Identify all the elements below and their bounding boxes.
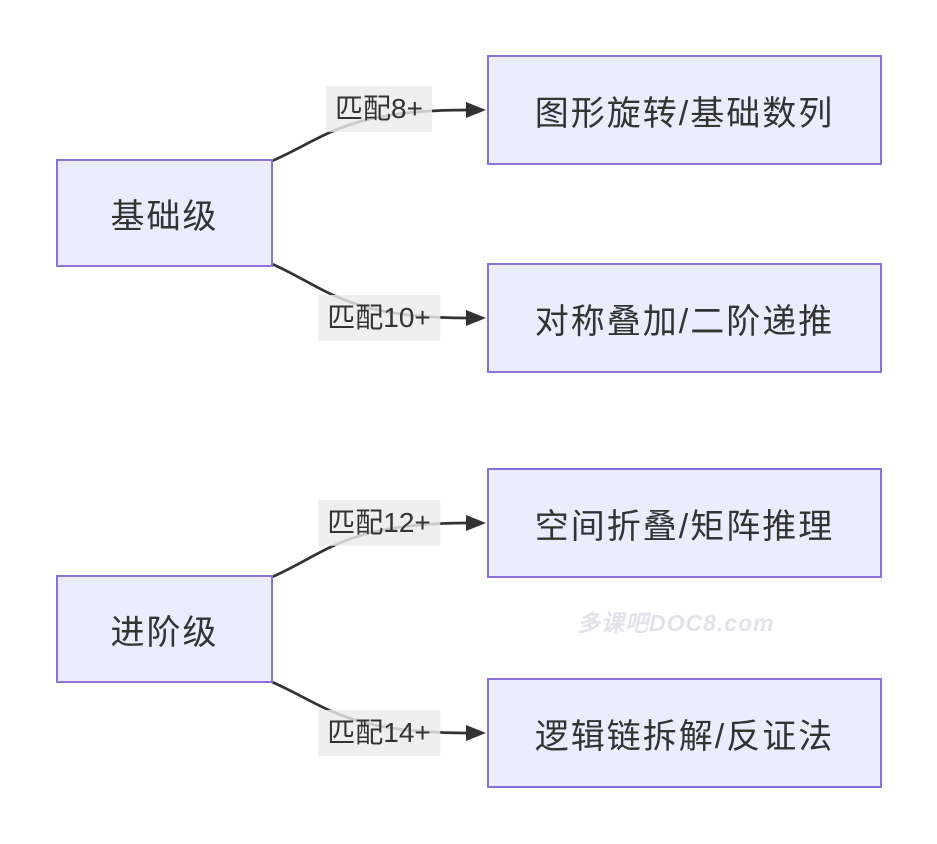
node-basic-level: 基础级	[56, 159, 273, 267]
edge-label-match-10: 匹配10+	[318, 294, 440, 342]
advanced-level-label: 进阶级	[110, 613, 219, 652]
edge-label-text: 匹配12+	[327, 506, 431, 538]
topic-node-label: 逻辑链拆解/反证法	[534, 717, 835, 756]
edge-label-text: 匹配14+	[327, 716, 431, 748]
topic-node-label: 对称叠加/二阶递推	[534, 302, 835, 341]
watermark: 多课吧DOC8.com	[577, 610, 775, 636]
edge-label-text: 匹配10+	[327, 301, 431, 333]
topic-node-4: 逻辑链拆解/反证法	[487, 678, 882, 788]
edge-label-match-8: 匹配8+	[326, 85, 432, 133]
edge-label-text: 匹配8+	[335, 92, 423, 124]
node-advanced-level: 进阶级	[56, 575, 273, 683]
topic-node-3: 空间折叠/矩阵推理	[487, 468, 882, 578]
edge-label-match-14: 匹配14+	[318, 709, 440, 757]
edge-label-match-12: 匹配12+	[318, 499, 440, 547]
topic-node-1: 图形旋转/基础数列	[487, 55, 882, 165]
basic-level-label: 基础级	[110, 197, 219, 236]
topic-node-2: 对称叠加/二阶递推	[487, 263, 882, 373]
topic-node-label: 图形旋转/基础数列	[534, 94, 835, 133]
topic-node-label: 空间折叠/矩阵推理	[534, 507, 835, 546]
